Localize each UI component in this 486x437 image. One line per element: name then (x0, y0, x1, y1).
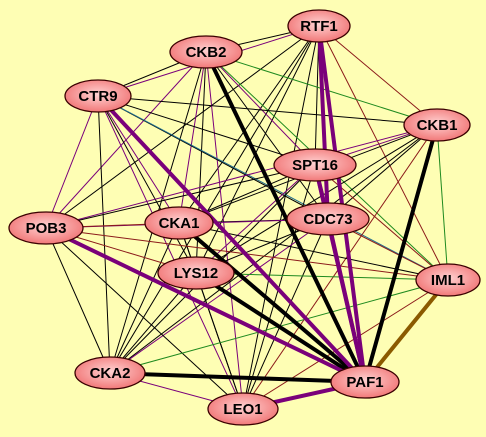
edge-ckb1-lys12 (195, 124, 438, 274)
node-rtf1[interactable]: RTF1 (287, 9, 351, 43)
node-ellipse[interactable] (403, 108, 471, 142)
node-ellipse[interactable] (144, 206, 214, 240)
node-label-leo1: LEO1 (223, 401, 262, 418)
node-label-paf1: PAF1 (346, 374, 383, 391)
node-label-cka2: CKA2 (90, 365, 131, 382)
node-ellipse[interactable] (415, 263, 481, 297)
node-ckb1[interactable]: CKB1 (403, 108, 471, 142)
edge-rtf1-cka1 (178, 25, 320, 224)
edge-ctr9-lys12 (97, 95, 197, 274)
node-label-pob3: POB3 (26, 220, 67, 237)
edge-rtf1-lys12 (195, 25, 320, 274)
edge-pob3-cka2 (45, 227, 111, 374)
node-paf1[interactable]: PAF1 (330, 365, 400, 399)
node-ellipse[interactable] (273, 148, 357, 182)
edge-ckb1-iml1 (436, 124, 449, 281)
node-ellipse[interactable] (74, 356, 146, 390)
edge-ckb1-cka2 (109, 124, 438, 374)
node-ellipse[interactable] (64, 79, 132, 113)
edge-ctr9-cka2 (97, 95, 111, 374)
edge-lys12-leo1 (195, 272, 244, 410)
node-cka2[interactable]: CKA2 (74, 356, 146, 390)
edge-lys12-cka2 (109, 272, 197, 374)
edge-pob3-paf1 (44, 226, 367, 384)
edge-lys12-paf1 (194, 271, 367, 384)
node-cka1[interactable]: CKA1 (144, 206, 214, 240)
edge-ctr9-ckb1 (97, 95, 438, 126)
edge-ckb2-cka1 (178, 51, 207, 224)
node-leo1[interactable]: LEO1 (207, 392, 279, 426)
edge-rtf1-leo1 (242, 25, 320, 410)
edge-rtf1-cdc73 (317, 24, 330, 221)
node-spt16[interactable]: SPT16 (273, 148, 357, 182)
edge-rtf1-pob3 (45, 25, 320, 229)
edge-rtf1-cka2 (109, 25, 320, 374)
node-ctr9[interactable]: CTR9 (64, 79, 132, 113)
edge-cka2-paf1 (108, 371, 367, 384)
node-ellipse[interactable] (169, 35, 243, 69)
node-ellipse[interactable] (157, 256, 235, 290)
node-ellipse[interactable] (287, 9, 351, 43)
edge-ckb2-paf1 (204, 50, 367, 384)
edge-ctr9-leo1 (97, 95, 244, 410)
node-label-ckb2: CKB2 (186, 44, 227, 61)
edge-rtf1-ckb1 (318, 25, 438, 126)
edge-ctr9-pob3 (45, 95, 99, 229)
node-cdc73[interactable]: CDC73 (286, 202, 370, 236)
edge-ckb1-pob3 (45, 124, 438, 229)
node-label-lys12: LYS12 (174, 265, 218, 282)
node-lys12[interactable]: LYS12 (157, 256, 235, 290)
node-ckb2[interactable]: CKB2 (169, 35, 243, 69)
node-label-spt16: SPT16 (292, 157, 338, 174)
edge-cka1-cka2 (109, 222, 180, 374)
node-pob3[interactable]: POB3 (8, 211, 84, 245)
node-ellipse[interactable] (8, 211, 84, 245)
edge-cdc73-paf1 (326, 217, 367, 384)
edge-iml1-paf1 (363, 278, 450, 384)
node-ellipse[interactable] (286, 202, 370, 236)
edge-cka1-paf1 (177, 221, 367, 384)
node-label-cdc73: CDC73 (303, 211, 352, 228)
edge-ctr9-spt16 (97, 95, 316, 166)
node-label-cka1: CKA1 (159, 215, 200, 232)
edge-ckb2-spt16 (205, 51, 316, 166)
edge-ctr9-cka1 (97, 95, 180, 224)
edge-ckb2-cdc73 (205, 51, 329, 220)
node-ellipse[interactable] (330, 365, 400, 399)
edge-ckb1-cdc73 (327, 124, 438, 220)
node-label-ctr9: CTR9 (78, 88, 117, 105)
edge-pob3-leo1 (45, 227, 244, 410)
edge-cdc73-cka2 (109, 218, 329, 374)
edge-ctr9-paf1 (96, 94, 367, 384)
node-label-ckb1: CKB1 (417, 117, 458, 134)
node-label-iml1: IML1 (431, 272, 465, 289)
edge-spt16-pob3 (45, 164, 316, 229)
edge-rtf1-iml1 (318, 25, 449, 281)
node-iml1[interactable]: IML1 (415, 263, 481, 297)
edge-ckb1-paf1 (363, 123, 439, 384)
node-ellipse[interactable] (207, 392, 279, 426)
edge-layer (44, 24, 450, 411)
node-label-rtf1: RTF1 (300, 18, 338, 35)
edge-spt16-iml1 (314, 164, 449, 281)
